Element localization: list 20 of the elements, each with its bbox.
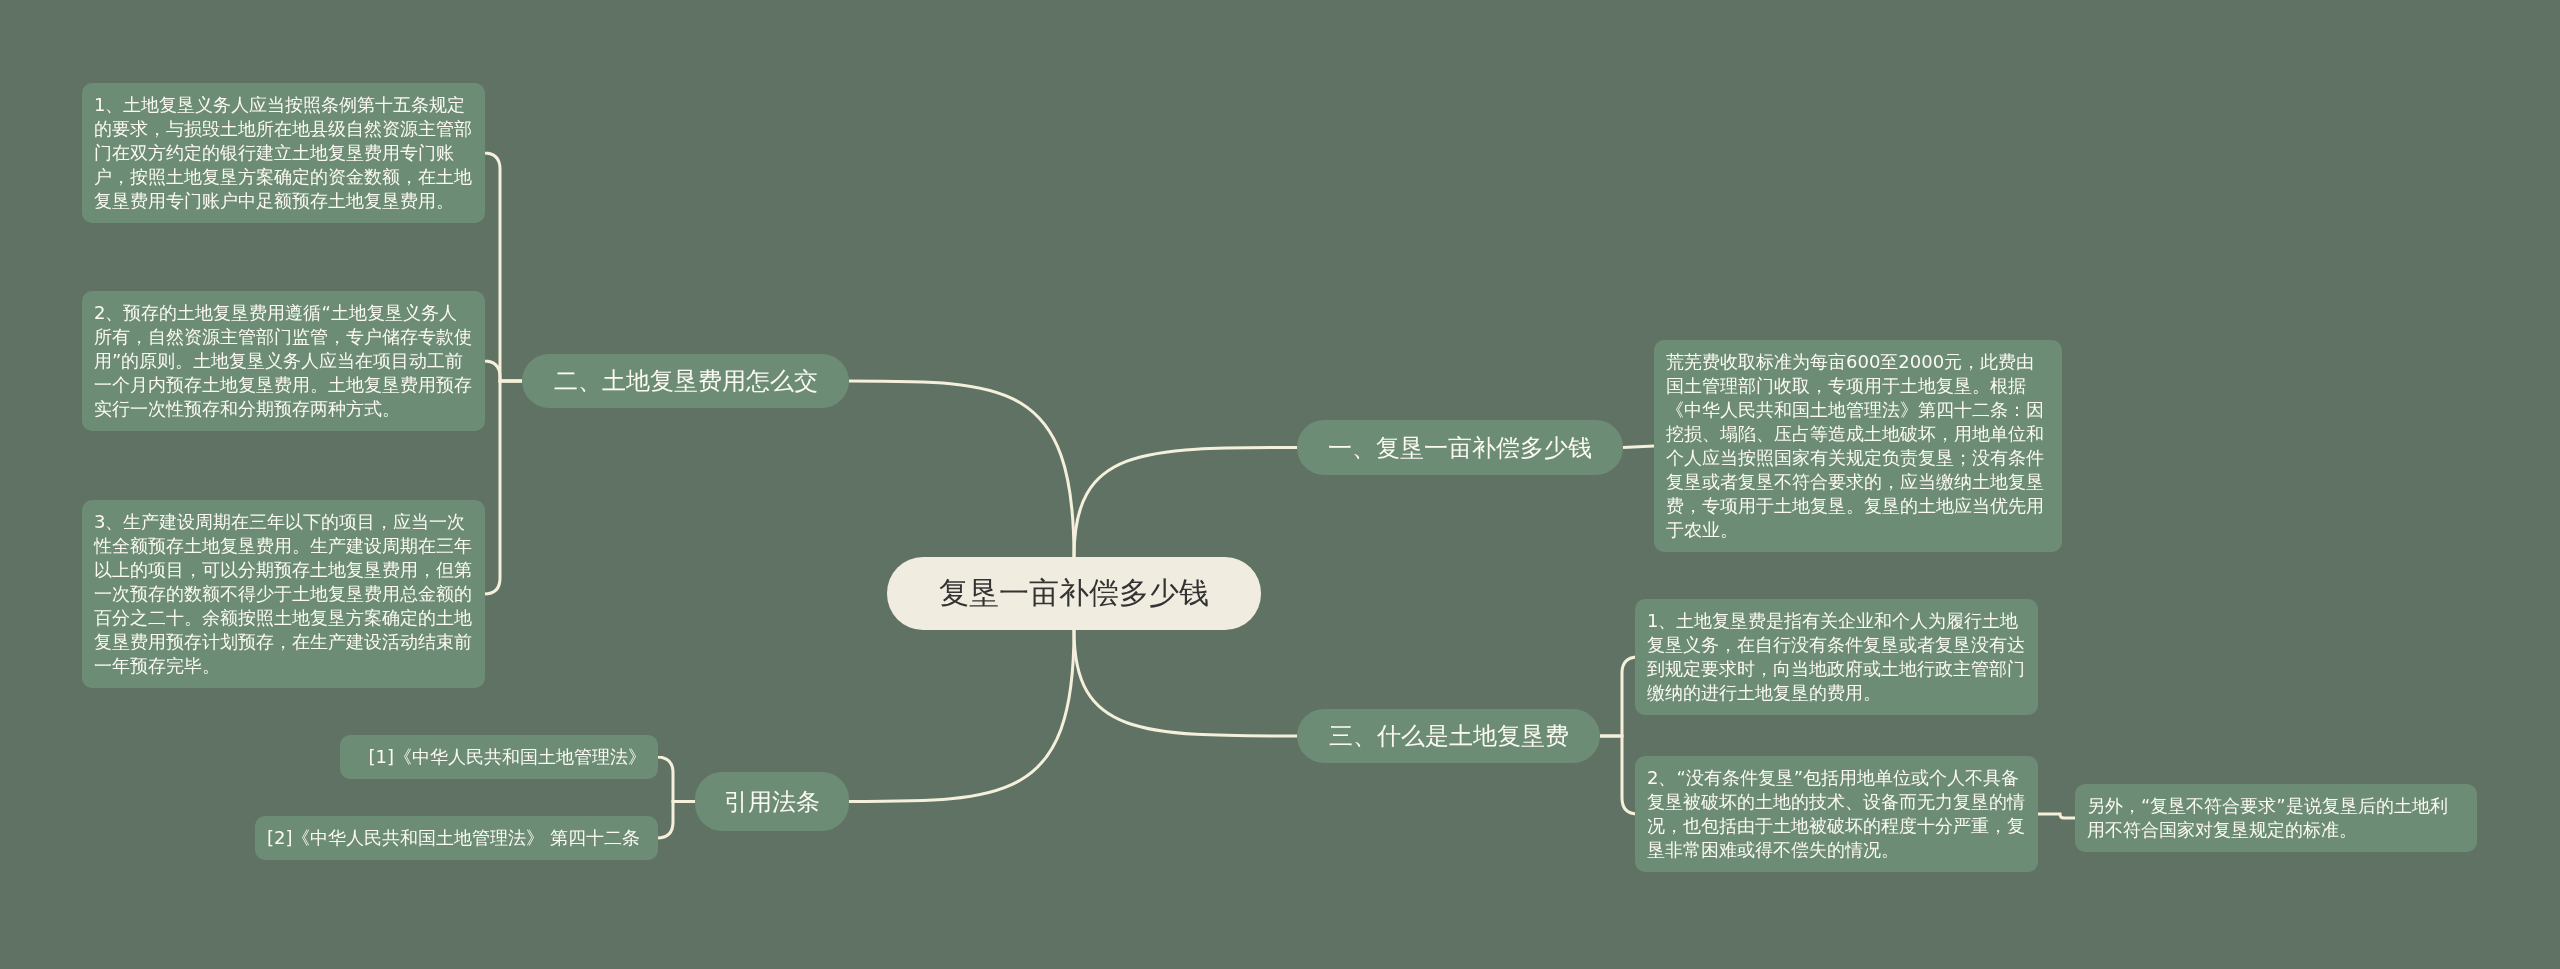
text-card: [1]《中华人民共和国土地管理法》 [340, 735, 658, 779]
topic-pill: 一、复垦一亩补偿多少钱 [1297, 420, 1623, 475]
connector [849, 379, 1076, 558]
topic-pill: 三、什么是土地复垦费 [1297, 709, 1600, 763]
text-card: 3、生产建设周期在三年以下的项目，应当一次性全额预存土地复垦费用。生产建设周期在三年以上的项目，可以分期预存土地复垦费用，但第一次预存的数额不得少于土地复垦费用总金额的百分之二十。余额按照土地复垦方案确定的土地复垦费用预存计划预存，在生产建设活动结束前一年预存完毕。 [82, 500, 485, 688]
text-card: 荒芜费收取标准为每亩600至2000元，此费由国土管理部门收取，专项用于土地复垦。根据《中华人民共和国土地管理法》第四十二条：因挖损、塌陷、压占等造成土地破坏，用地单位和个人应当按照国家有关规定负责复垦；没有条件复垦或者复垦不符合要求的，应当缴纳土地复垦费，专项用于土地复垦。复垦的土地应当优先用于农业。 [1654, 340, 2062, 552]
topic-pill: 二、土地复垦费用怎么交 [522, 354, 849, 408]
connector [2038, 812, 2075, 820]
topic-pill: 引用法条 [695, 772, 849, 831]
text-card: [2]《中华人民共和国土地管理法》 第四十二条 [255, 816, 658, 860]
connector [1072, 446, 1297, 558]
connector [1072, 629, 1297, 738]
connector [849, 629, 1076, 803]
text-card: 2、预存的土地复垦费用遵循“土地复垦义务人所有，自然资源主管部门监管，专户储存专款使用”的原则。土地复垦义务人应当在项目动工前一个月内预存土地复垦费用。土地复垦费用预存实行一次性预存和分期预存两种方式。 [82, 291, 485, 431]
text-card: 另外，“复垦不符合要求”是说复垦后的土地利用不符合国家对复垦规定的标准。 [2075, 784, 2477, 852]
text-card: 1、土地复垦义务人应当按照条例第十五条规定的要求，与损毁土地所在地县级自然资源主管部门在双方约定的银行建立土地复垦费用专门账户，按照土地复垦方案确定的资金数额，在土地复垦费用专门账户中足额预存土地复垦费用。 [82, 83, 485, 223]
connector [1622, 444, 1655, 449]
text-card: 1、土地复垦费是指有关企业和个人为履行土地复垦义务，在自行没有条件复垦或者复垦没有达到规定要求时，向当地政府或土地行政主管部门缴纳的进行土地复垦的费用。 [1635, 599, 2038, 715]
text-card: 2、“没有条件复垦”包括用地单位或个人不具备复垦被破坏的土地的技术、设备而无力复垦的情况，也包括由于土地被破坏的程度十分严重，复垦非常困难或得不偿失的情况。 [1635, 756, 2038, 872]
central-topic: 复垦一亩补偿多少钱 [887, 557, 1261, 630]
